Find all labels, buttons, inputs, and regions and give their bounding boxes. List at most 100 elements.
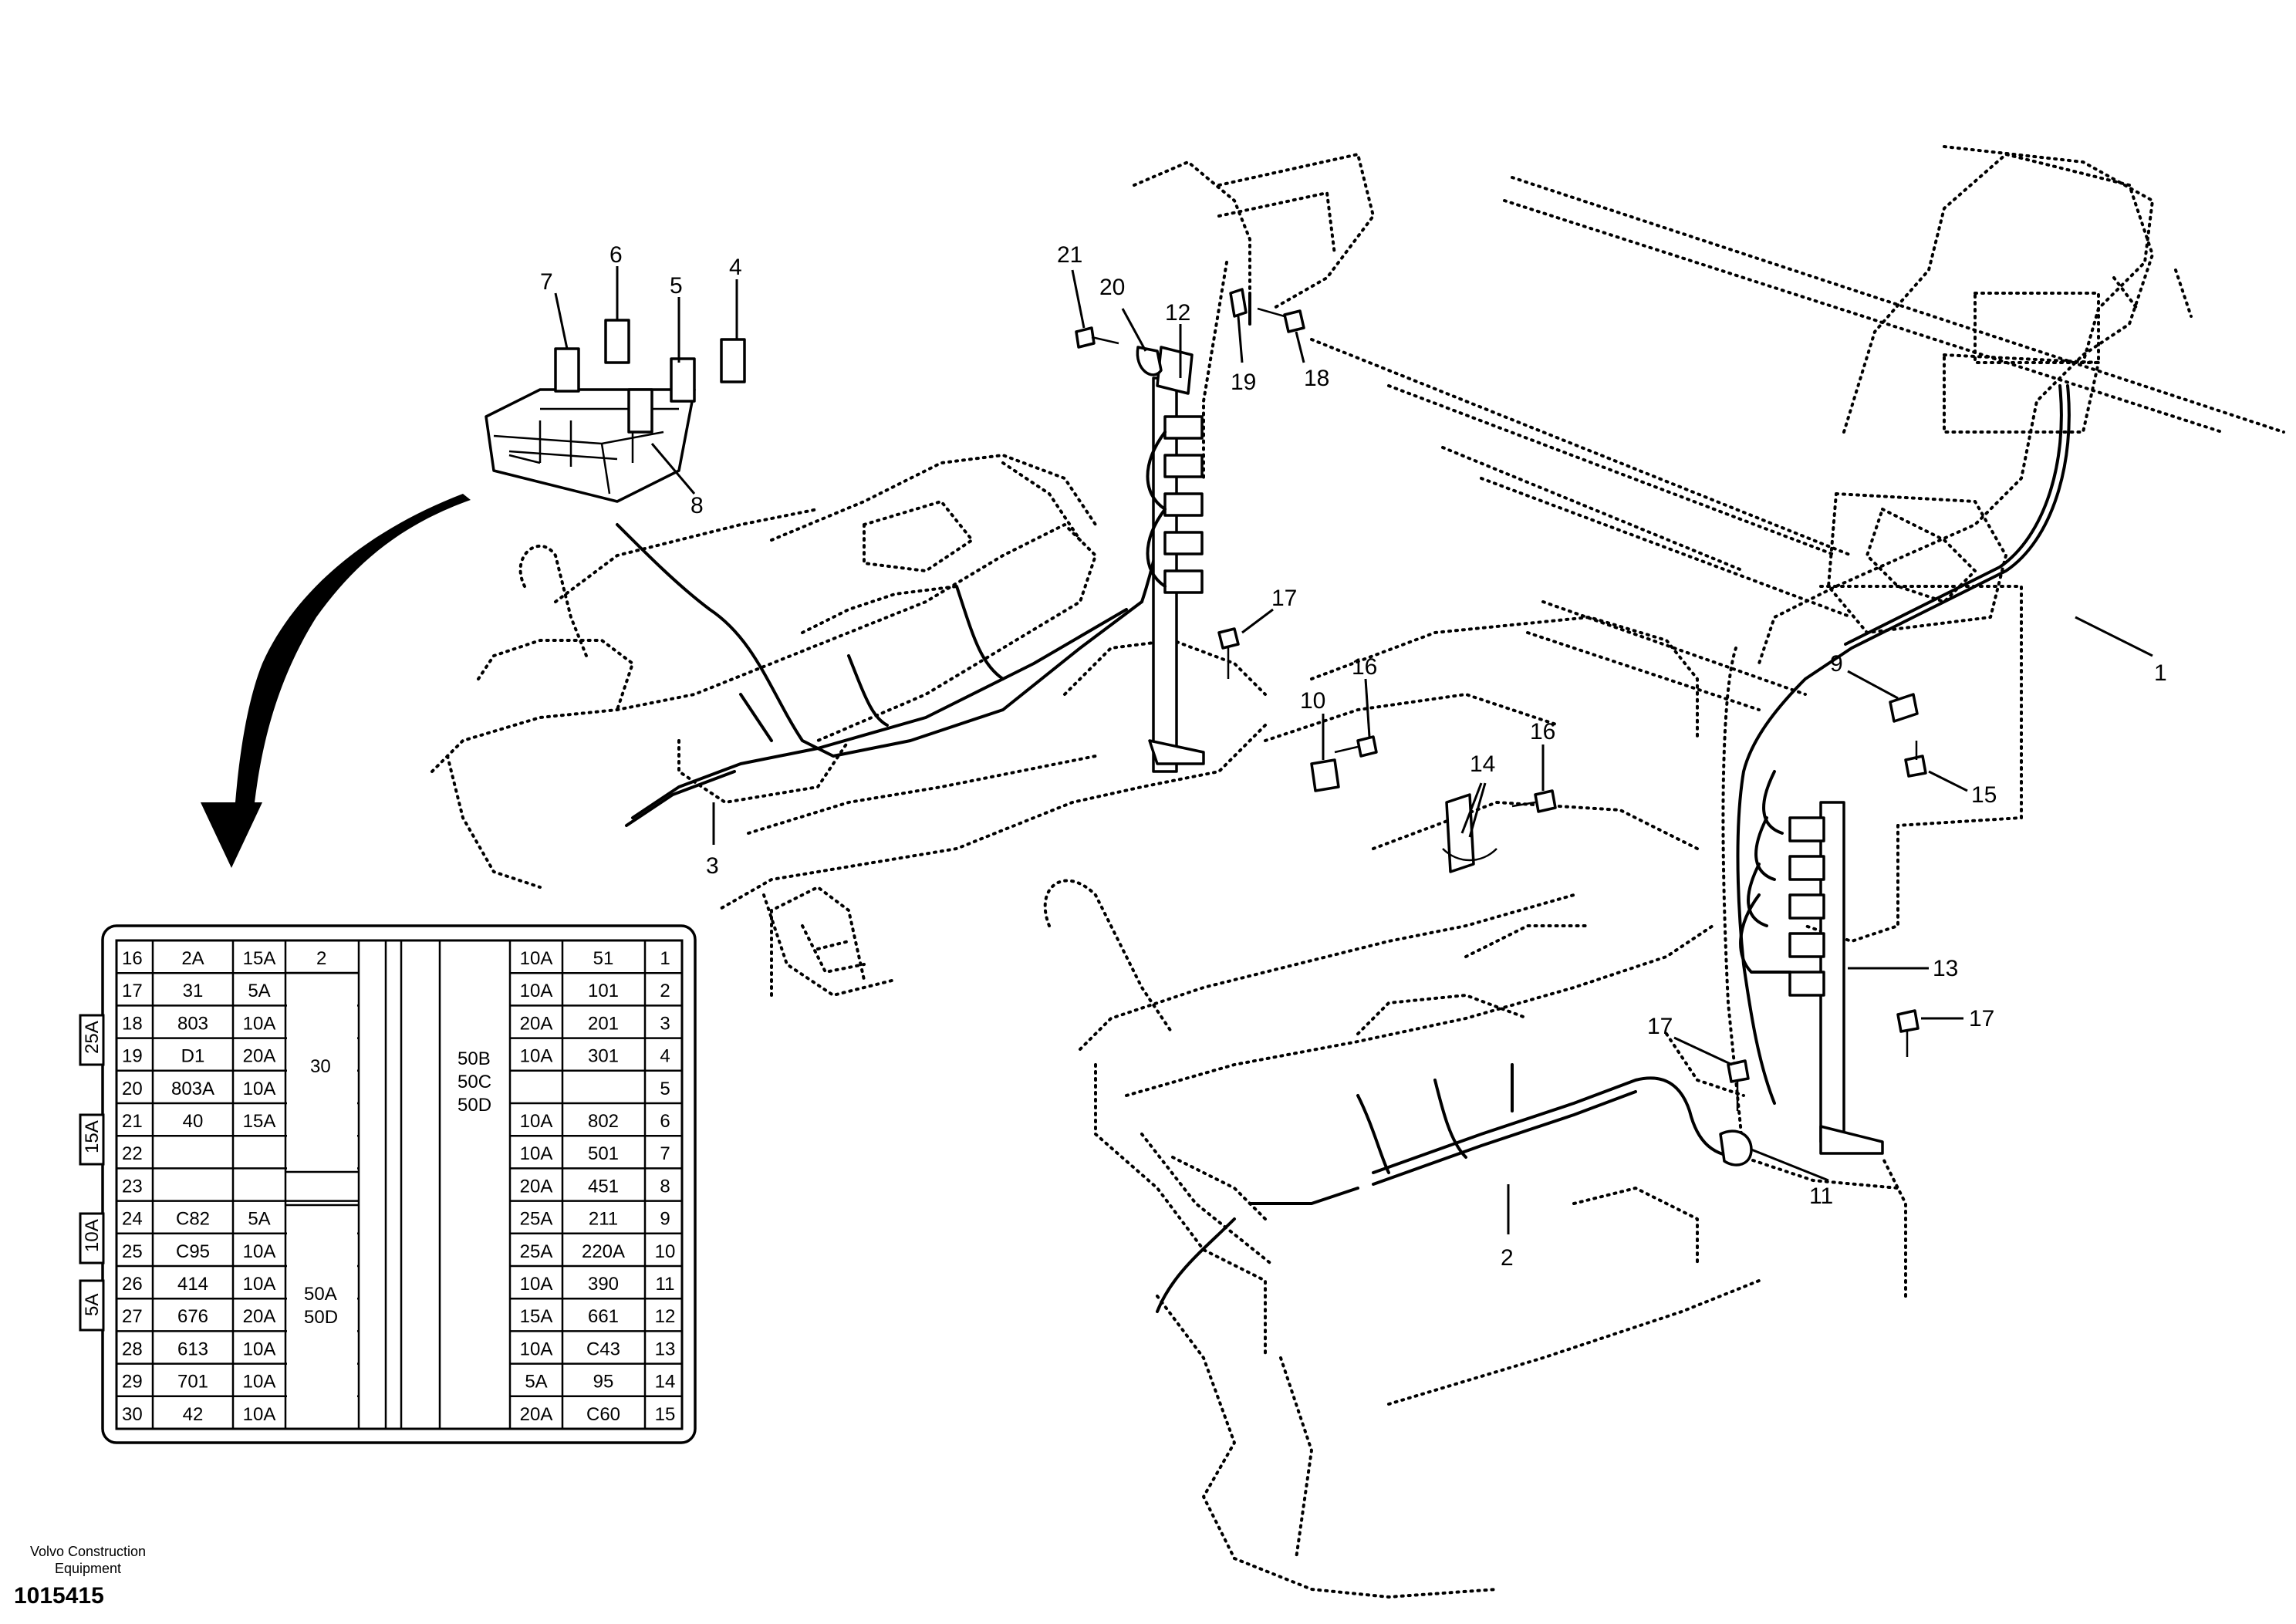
fuse-circuit-left: 42 [183,1404,204,1425]
fuse-amperage-left: 5A [248,981,270,1001]
callout-1: 1 [2154,660,2167,686]
side-tab-25a: 25A [82,1021,103,1054]
fuse-box-part-8 [485,319,746,503]
fuse-number-right: 2 [660,981,670,1001]
fuse-number-left: 21 [122,1111,143,1132]
fuse-number-right: 13 [655,1339,676,1359]
fuse-number-right: 6 [660,1111,670,1132]
callout-3: 3 [706,853,719,879]
callout-10: 10 [1300,688,1325,714]
callout-labels: 1 2 3 4 5 6 7 8 9 10 11 12 13 14 15 16 1… [540,242,2167,1271]
fuse-circuit-right: 51 [593,948,614,969]
cab-structure-outline [430,145,2285,1599]
group-label-rows24-30-a: 50A [304,1284,337,1305]
fuse-amperage-right: 10A [520,1274,553,1295]
fuse-amperage-right: 10A [520,948,553,969]
fuse-circuit-left: 31 [183,981,204,1001]
fuse-number-right: 11 [656,1274,675,1295]
fuse-number-right: 5 [660,1079,670,1099]
fuse-amperage-right: 25A [520,1209,553,1230]
fuse-circuit-left: C82 [176,1209,210,1230]
fuse-number-left: 22 [122,1143,143,1164]
group-label-rows17-21: 30 [310,1056,331,1077]
fuse-amperage-right: 20A [520,1404,553,1425]
group-label-row16: 2 [316,948,326,969]
fuse-number-right: 7 [660,1143,670,1164]
fuse-number-left: 16 [122,948,143,969]
detail-arrow [201,494,471,868]
callout-20: 20 [1099,275,1125,300]
fuse-number-right: 14 [655,1372,676,1393]
fuse-7 [554,347,580,393]
callout-14: 14 [1470,751,1495,777]
side-tab-10a: 10A [82,1219,103,1252]
fuse-amperage-right: 10A [520,981,553,1001]
callout-17a: 17 [1271,586,1297,611]
fuse-number-right: 10 [655,1241,676,1262]
fuse-number-left: 27 [122,1306,143,1327]
fuse-circuit-right: 390 [588,1274,619,1295]
fuse-circuit-right: 661 [588,1306,619,1327]
fuse-number-left: 30 [122,1404,143,1425]
fuse-circuit-right: 95 [593,1372,614,1393]
fuse-5 [670,357,696,403]
fuse-amperage-left: 10A [243,1339,276,1359]
callout-16a: 16 [1352,654,1377,680]
fuse-number-right: 8 [660,1176,670,1197]
side-tab-5a: 5A [82,1294,103,1316]
manufacturer-credit: Volvo Construction Equipment [29,1544,147,1576]
fuse-amperage-right: 15A [520,1306,553,1327]
hardware-parts [1075,288,1927,1167]
fuse-circuit-right: 451 [588,1176,619,1197]
fuse-number-left: 25 [122,1241,143,1262]
fuse-circuit-right: 211 [589,1209,618,1230]
fuse-amperage-left: 15A [243,948,276,969]
callout-6: 6 [609,242,623,268]
fuse-number-right: 4 [660,1046,670,1067]
fuse-circuit-left: C95 [176,1241,210,1262]
fuse-amperage-left: 15A [243,1111,276,1132]
group-label-rows24-30-b: 50D [304,1307,338,1328]
fuse-amperage-right: 10A [520,1143,553,1164]
relay-bracket-part-13 [1788,801,1884,1155]
wiring-harness [616,292,2071,1313]
fuse-amperage-right: 10A [520,1046,553,1067]
side-tab-15a: 15A [82,1120,103,1153]
fuse-circuit-right: 220A [582,1241,625,1262]
callout-2: 2 [1501,1245,1514,1271]
fuse-circuit-right: 802 [588,1111,619,1132]
fuse-circuit-left: 676 [177,1306,208,1327]
leader-lines [554,266,2153,1234]
fuse-circuit-left: 414 [177,1274,208,1295]
fuse-amperage-left: 5A [248,1209,270,1230]
fuse-6 [604,319,630,364]
fuse-amperage-right: 20A [520,1013,553,1034]
fuse-number-left: 20 [122,1079,143,1099]
fuse-circuit-right: 101 [588,981,619,1001]
fuse-amperage-right: 20A [520,1176,553,1197]
center-label-50b: 50B [458,1048,491,1069]
callout-4: 4 [729,255,742,280]
fuse-circuit-right: 201 [588,1013,619,1034]
fuse-circuit-right: C60 [586,1404,620,1425]
fuse-number-right: 15 [655,1404,676,1425]
table-row-lines-right [510,971,682,1398]
fuse-4 [720,338,746,383]
fuse-amperage-left: 10A [243,1404,276,1425]
fuse-circuit-left: 803A [171,1079,214,1099]
drawing-number: 1015415 [14,1583,104,1609]
fuse-circuit-right: 301 [588,1046,619,1067]
callout-19: 19 [1231,370,1256,395]
callout-15: 15 [1971,782,1997,808]
callout-11: 11 [1809,1183,1833,1209]
fuse-amperage-right: 5A [525,1372,547,1393]
fuse-circuit-right: C43 [586,1339,620,1359]
fuse-circuit-left: 613 [177,1339,208,1359]
callout-18: 18 [1304,366,1329,391]
fuse-number-right: 1 [660,948,670,969]
fuse-amperage-right: 10A [520,1111,553,1132]
fuse-circuit-left: D1 [181,1046,205,1067]
